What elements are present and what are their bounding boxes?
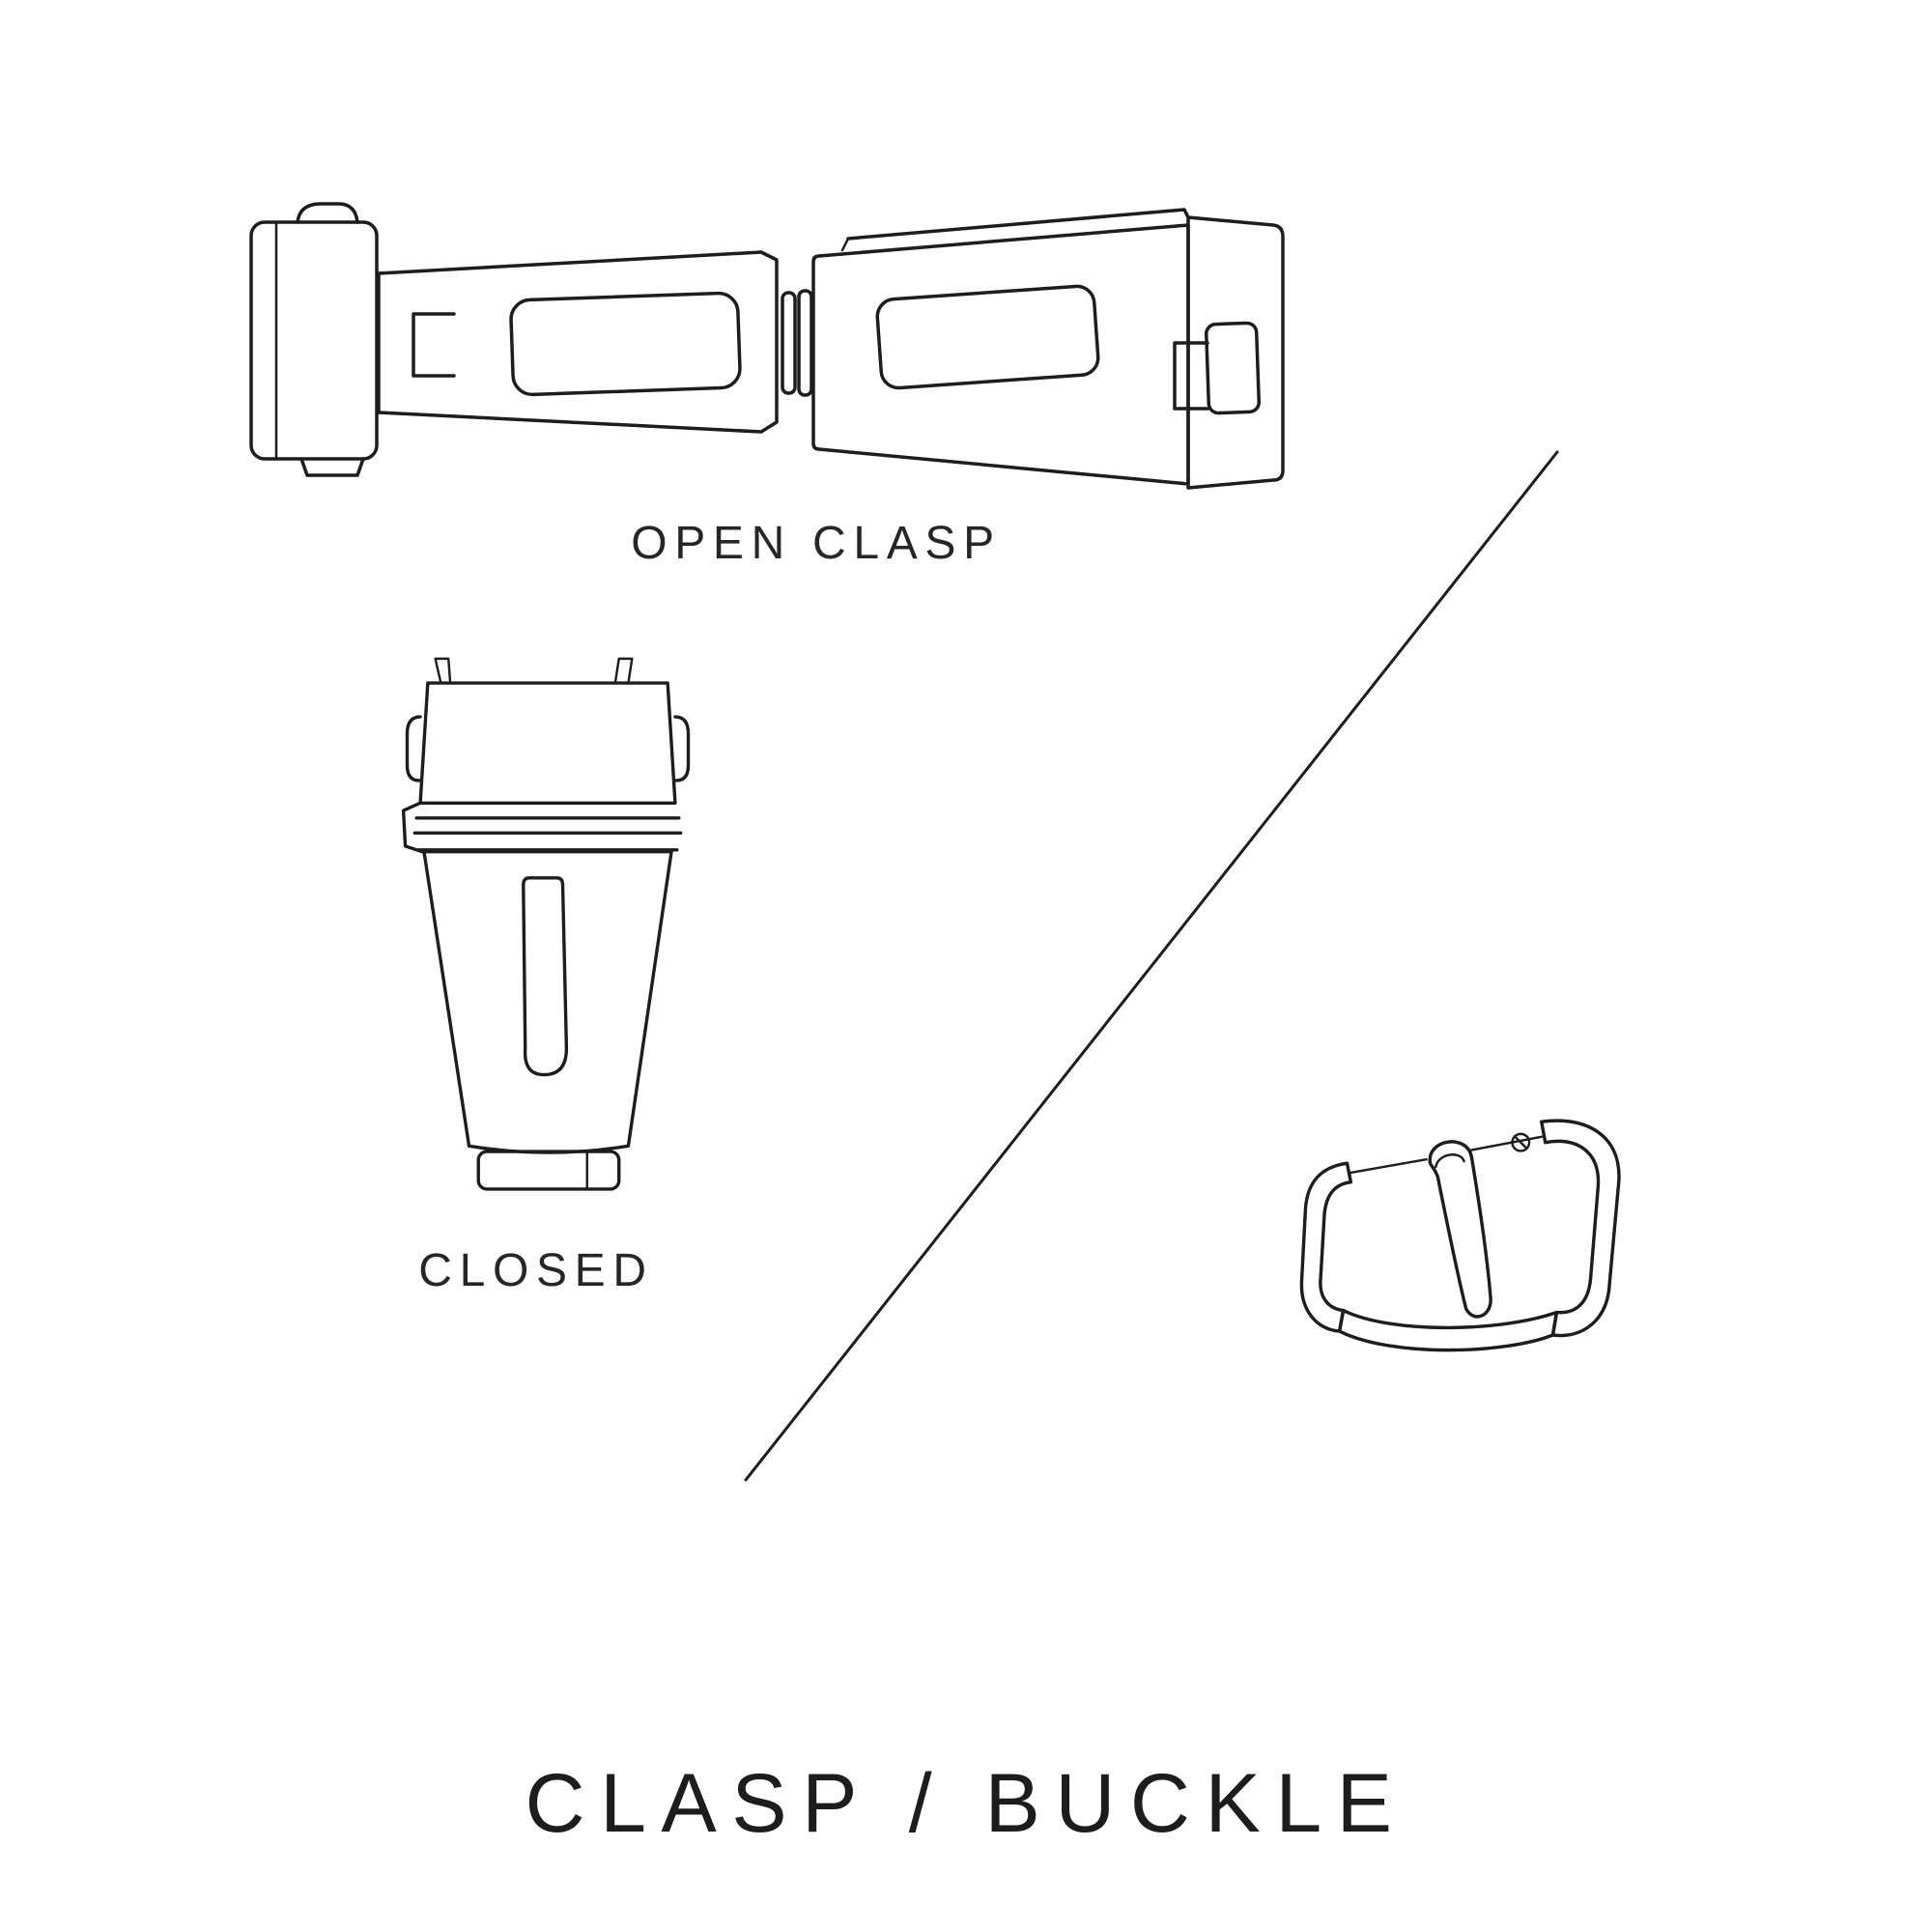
buckle-tongue [1428,1140,1492,1319]
closed-clasp-cover [405,681,691,805]
page-title: CLASP / BUCKLE [525,1757,1407,1850]
open-clasp-hinge [781,289,813,397]
open-clasp-left-endlink [249,202,379,477]
closed-clasp-band [401,801,683,854]
open-clasp-illustration [249,202,1285,490]
buckle-illustration [1299,1119,1621,1352]
closed-clasp-label: CLOSED [418,1245,654,1296]
closed-clasp-prongs [434,657,634,685]
closed-clasp-foot [476,1150,621,1191]
open-clasp-left-arm [377,250,779,434]
buckle-left-band [1299,1161,1353,1333]
open-clasp-label: OPEN CLASP [631,518,1002,569]
buckle-bottom-band [1337,1308,1559,1352]
closed-clasp-body [422,850,673,1154]
open-clasp-figure [222,179,1314,502]
closed-clasp-figure [388,655,707,1217]
buckle-figure [1241,1082,1657,1422]
closed-clasp-illustration [401,657,691,1191]
open-clasp-right-arm [811,208,1285,490]
buckle-pin-bar [1350,1132,1543,1175]
buckle-right-band [1540,1119,1621,1338]
